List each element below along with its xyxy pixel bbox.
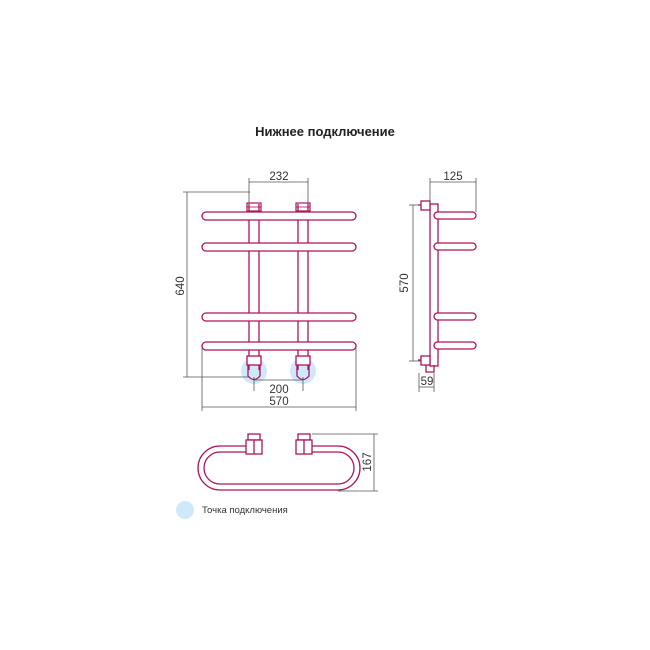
top-fitting-right xyxy=(295,433,313,455)
front-view xyxy=(201,202,357,384)
dim-570-width: 570 xyxy=(269,396,288,408)
dim-232: 232 xyxy=(269,171,288,183)
dim-200: 200 xyxy=(269,384,288,396)
rail-1 xyxy=(201,211,357,221)
side-dimensions xyxy=(409,178,477,392)
side-arm-3 xyxy=(433,312,477,321)
front-dimensions xyxy=(183,178,357,411)
rail-4 xyxy=(201,341,357,351)
dim-640: 640 xyxy=(175,276,187,295)
legend: Точка подключения xyxy=(176,501,288,519)
side-arm-4 xyxy=(433,341,477,350)
rail-2 xyxy=(201,242,357,252)
rail-3 xyxy=(201,312,357,322)
dim-125: 125 xyxy=(443,171,462,183)
legend-label: Точка подключения xyxy=(202,504,288,516)
side-arm-1 xyxy=(433,211,477,220)
dim-167: 167 xyxy=(362,452,374,471)
dim-59: 59 xyxy=(421,376,434,388)
side-arm-2 xyxy=(433,242,477,251)
dim-570-height: 570 xyxy=(399,273,411,292)
top-dimensions xyxy=(312,433,378,492)
top-view xyxy=(197,433,361,491)
page-title: Нижнее подключение xyxy=(255,124,395,139)
side-view xyxy=(418,200,477,373)
top-fitting-left xyxy=(245,433,263,455)
connection-point-swatch xyxy=(176,501,194,519)
